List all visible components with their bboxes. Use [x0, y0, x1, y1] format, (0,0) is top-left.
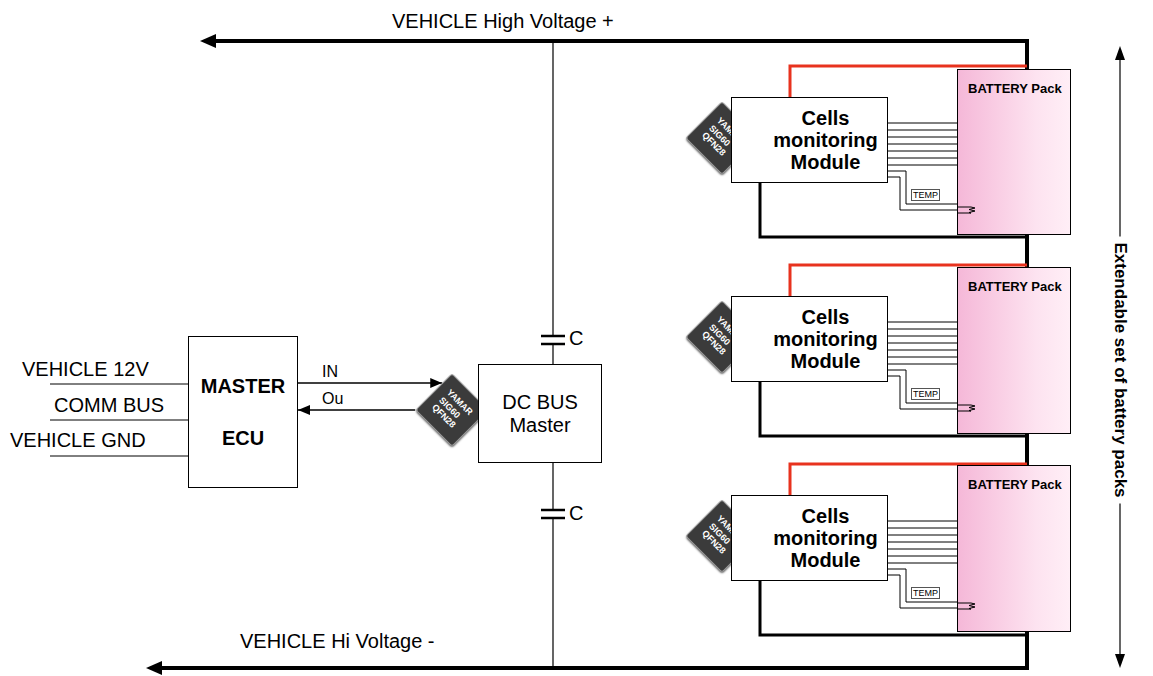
battery-box: BATTERY Pack [957, 267, 1071, 434]
hv-minus-bus [160, 666, 1027, 670]
bus-master-box: DC BUS Master [478, 364, 602, 463]
cell-sense-wire [888, 137, 957, 138]
sense-wire [888, 343, 957, 344]
temp-wire [888, 370, 957, 403]
node-text: Cells monitoring Module [764, 505, 887, 571]
text-holder: YAMARSIG60QFN28 [430, 388, 475, 433]
text-holder: BATTERY Pack [968, 476, 1064, 494]
signal-name: COMM BUS [54, 394, 164, 417]
monitor-box: Cells monitoring Module [731, 97, 888, 183]
text-holder: DC BUS Master [479, 391, 601, 437]
node-text: Cells monitoring Module [764, 306, 887, 372]
cell-sense-wire [888, 535, 957, 536]
signal-name: VEHICLE GND [10, 429, 146, 452]
monitor-box: Cells monitoring Module [731, 495, 888, 581]
ecu-box: MASTER ECU [188, 336, 298, 488]
temp-wire [888, 376, 957, 409]
bus-arrowhead [200, 34, 216, 48]
cell-sense-wire [888, 549, 957, 550]
cell-sense-wire [888, 350, 957, 351]
thermistor-symbol [957, 401, 997, 417]
bus-label: VEHICLE Hi Voltage - [240, 630, 435, 653]
battery-box: BATTERY Pack [957, 465, 1071, 632]
text-holder: Cells monitoring Module [764, 306, 887, 372]
extend-arrow-line [1119, 504, 1120, 656]
signal-label: Ou [320, 390, 345, 408]
text-holder: BATTERY Pack [968, 278, 1064, 296]
node-text: Cells monitoring Module [764, 107, 887, 173]
capacitor-symbol [541, 336, 565, 344]
text-holder: MASTER ECU [189, 360, 297, 464]
signal-name: VEHICLE 12V [22, 358, 149, 381]
extend-arrow-line [1119, 58, 1120, 236]
cell-sense-wire [888, 528, 957, 529]
signal-arrow [298, 409, 415, 411]
node-text: DC BUS Master [479, 391, 601, 437]
cell-sense-wire [888, 165, 957, 166]
node-text: BATTERY Pack [968, 476, 1064, 494]
extend-note: Extendable set of battery packs [1110, 242, 1130, 497]
extend-arrowhead [1115, 46, 1125, 60]
thermistor-symbol [957, 599, 997, 615]
temp-wire [888, 575, 957, 608]
monitor-box: Cells monitoring Module [731, 296, 888, 382]
battery-box: BATTERY Pack [957, 69, 1071, 235]
capacitor-symbol [541, 510, 565, 518]
cell-sense-wire [888, 364, 957, 365]
temp-wire [888, 171, 957, 204]
cell-sense-wire [888, 130, 957, 131]
signal-label: IN [320, 363, 340, 381]
thermistor-coil [957, 207, 975, 213]
bus-arrowhead [146, 661, 162, 675]
temp-label: TEMP [911, 587, 940, 599]
temp-wire [888, 569, 957, 602]
hv-plus-bus [212, 39, 1027, 43]
temp-label: TEMP [911, 189, 940, 201]
text-holder: BATTERY Pack [968, 80, 1064, 98]
cell-sense-wire [888, 322, 957, 323]
node-text: BATTERY Pack [968, 80, 1064, 98]
temp-wire [888, 177, 957, 210]
node-text: BATTERY Pack [968, 278, 1064, 296]
sense-wire [888, 542, 957, 543]
text-holder: Cells monitoring Module [764, 107, 887, 173]
node-text: MASTER ECU [189, 360, 297, 464]
text-holder: Cells monitoring Module [764, 505, 887, 571]
signal-arrow [298, 382, 442, 384]
sense-wire [888, 144, 957, 145]
bus-label: VEHICLE High Voltage + [392, 10, 614, 33]
cell-sense-wire [888, 158, 957, 159]
extend-arrowhead [1115, 654, 1125, 668]
cell-sense-wire [888, 521, 957, 522]
thermistor-symbol [957, 203, 997, 219]
capacitor-label: C [569, 327, 583, 350]
thermistor-coil [957, 603, 975, 609]
thermistor-coil [957, 405, 975, 411]
cell-sense-wire [888, 123, 957, 124]
temp-label: TEMP [911, 388, 940, 400]
coupling-wire [552, 463, 553, 668]
capacitor-label: C [569, 502, 583, 525]
cell-sense-wire [888, 357, 957, 358]
bus-wires [50, 39, 1027, 670]
cell-sense-wire [888, 151, 957, 152]
cell-sense-wire [888, 329, 957, 330]
cell-sense-wire [888, 563, 957, 564]
coupling-wire [552, 41, 553, 364]
cell-sense-wire [888, 336, 957, 337]
cell-sense-wire [888, 556, 957, 557]
